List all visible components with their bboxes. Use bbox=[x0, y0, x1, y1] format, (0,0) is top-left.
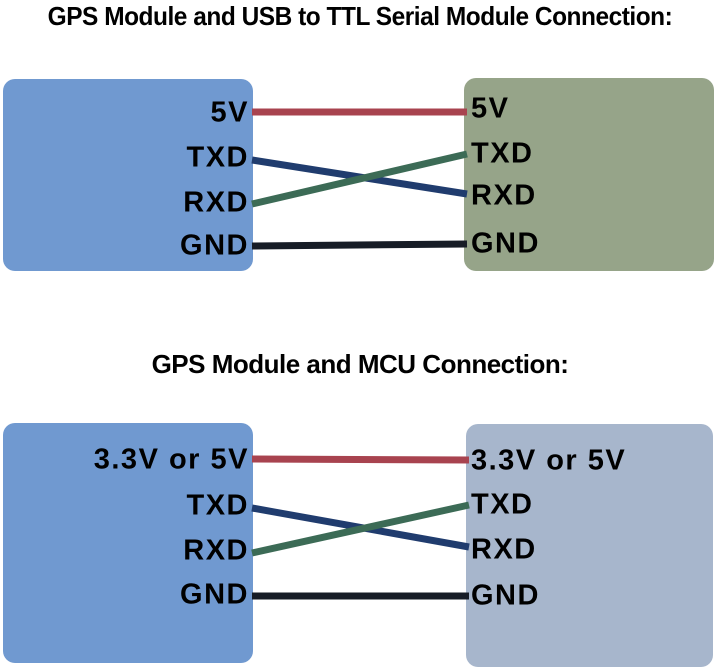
gps-module-box-d2 bbox=[3, 423, 253, 663]
pin-d1-left-gnd: GND bbox=[180, 229, 249, 262]
wire-d2-txd-to-rxd bbox=[251, 504, 470, 551]
mcu-module-box bbox=[466, 424, 713, 667]
gps-module-box-d1 bbox=[3, 79, 253, 271]
pin-d1-left-5v: 5V bbox=[210, 96, 249, 129]
wire-d1-txd-to-rxd bbox=[251, 156, 468, 198]
pin-d2-right-power: 3.3V or 5V bbox=[471, 444, 627, 477]
pin-d1-right-5v: 5V bbox=[471, 92, 510, 125]
pin-d1-right-txd: TXD bbox=[471, 137, 534, 170]
pin-d2-left-rxd: RXD bbox=[183, 534, 249, 567]
wire-d2-power bbox=[251, 455, 470, 464]
pin-d2-left-gnd: GND bbox=[180, 578, 249, 611]
pin-d2-right-rxd: RXD bbox=[471, 533, 537, 566]
usb-ttl-module-box bbox=[464, 78, 714, 271]
pin-d1-left-rxd: RXD bbox=[183, 186, 249, 219]
pin-d2-left-power: 3.3V or 5V bbox=[93, 443, 249, 476]
wire-d1-rxd-to-txd bbox=[251, 150, 468, 208]
pin-d2-left-txd: TXD bbox=[186, 489, 249, 522]
pin-d1-right-gnd: GND bbox=[471, 227, 540, 260]
wire-d1-ground bbox=[251, 240, 468, 250]
pin-d2-right-gnd: GND bbox=[471, 579, 540, 612]
wire-d2-rxd-to-txd bbox=[251, 501, 470, 557]
pin-d2-right-txd: TXD bbox=[471, 488, 534, 521]
diagram2-title: GPS Module and MCU Connection: bbox=[151, 349, 569, 379]
pin-d1-right-rxd: RXD bbox=[471, 179, 537, 212]
diagram1-title: GPS Module and USB to TTL Serial Module … bbox=[47, 1, 673, 31]
pin-d1-left-txd: TXD bbox=[186, 141, 249, 174]
